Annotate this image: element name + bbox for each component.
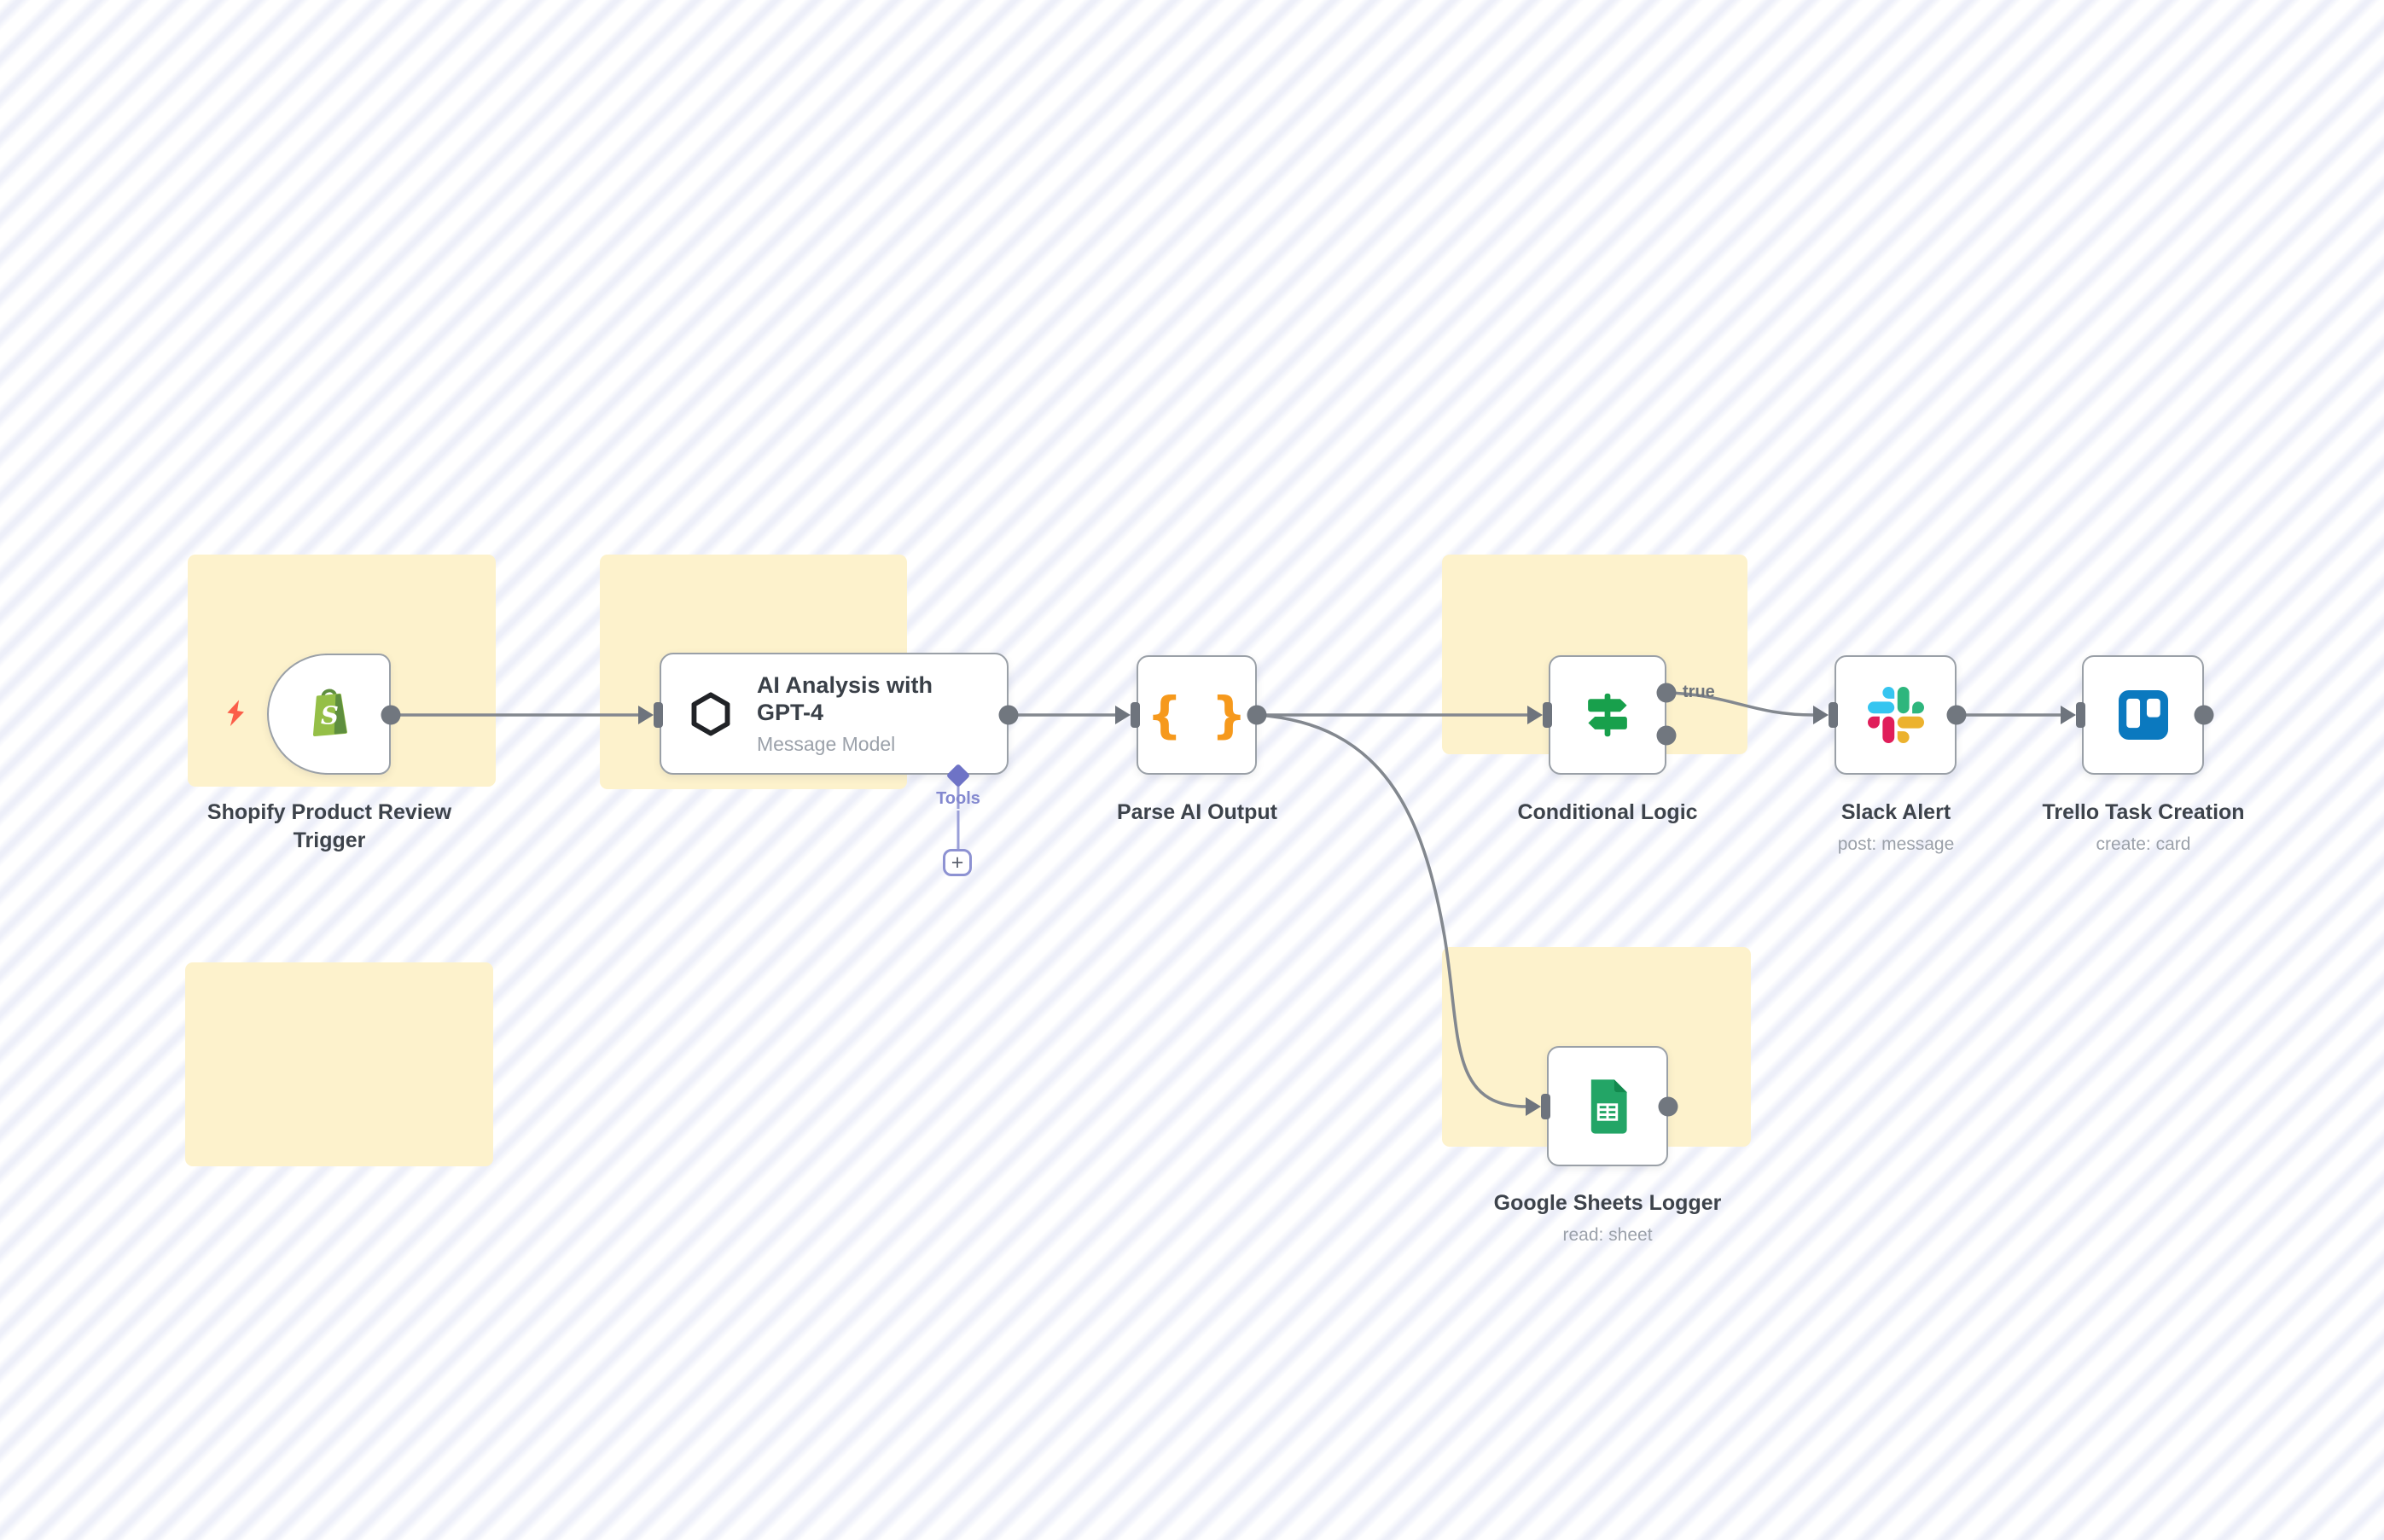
node-label-sheets: Google Sheets Logger read: sheet xyxy=(1494,1189,1722,1247)
node-sublabel-sheets: read: sheet xyxy=(1562,1224,1653,1245)
input-port-slack[interactable] xyxy=(1813,702,1838,728)
node-label-slack: Slack Alert post: message xyxy=(1838,799,1955,856)
node-sublabel-trello: create: card xyxy=(2096,834,2191,854)
connection-parse-sheets[interactable] xyxy=(1256,713,1527,1108)
openai-icon xyxy=(691,692,730,735)
node-google-sheets[interactable] xyxy=(1547,1046,1668,1166)
node-label-trello-title: Trello Task Creation xyxy=(2042,800,2245,824)
input-port-conditional[interactable] xyxy=(1527,702,1552,728)
input-port-parse[interactable] xyxy=(1115,702,1140,728)
output-port-conditional-true[interactable] xyxy=(1656,683,1677,703)
node-sublabel-slack: post: message xyxy=(1837,834,1955,854)
node-label-trello: Trello Task Creation create: card xyxy=(2042,799,2244,856)
trello-icon xyxy=(2118,690,2168,740)
output-port-conditional-false[interactable] xyxy=(1656,725,1677,746)
sticky-note-empty[interactable] xyxy=(185,962,493,1166)
node-label-slack-title: Slack Alert xyxy=(1840,800,1951,824)
node-label-conditional: Conditional Logic xyxy=(1517,800,1698,824)
node-parse-output[interactable]: { } xyxy=(1137,655,1257,775)
node-label-parse: Parse AI Output xyxy=(1117,800,1277,824)
output-port-gpt[interactable] xyxy=(998,705,1019,725)
node-slack-alert[interactable] xyxy=(1835,655,1957,775)
add-tool-button-glyph: + xyxy=(951,850,964,875)
connection-conditional-slack-true[interactable] xyxy=(1666,691,1815,717)
svg-text:S: S xyxy=(320,700,338,729)
connection-label-true: true xyxy=(1683,683,1715,701)
add-tool-button[interactable]: + xyxy=(943,849,972,876)
output-port-trello[interactable] xyxy=(2194,705,2214,725)
node-trello-task[interactable] xyxy=(2082,655,2204,775)
node-conditional-logic[interactable] xyxy=(1549,655,1666,775)
output-port-parse[interactable] xyxy=(1247,705,1267,725)
output-port-shopify[interactable] xyxy=(381,705,401,725)
node-label-sheets-title: Google Sheets Logger xyxy=(1493,1191,1722,1215)
signpost-icon xyxy=(1588,693,1627,737)
node-shopify-trigger[interactable]: S xyxy=(267,654,391,775)
shopify-icon: S xyxy=(312,689,347,737)
slack-icon xyxy=(1867,687,1924,743)
tools-label: Tools xyxy=(936,789,980,808)
tools-diamond-port[interactable] xyxy=(946,764,970,787)
node-ai-analysis[interactable]: AI Analysis with GPT-4 Message Model xyxy=(660,653,1009,775)
output-port-sheets[interactable] xyxy=(1658,1096,1678,1117)
output-port-slack[interactable] xyxy=(1946,705,1967,725)
gpt-node-text: AI Analysis with GPT-4 Message Model xyxy=(757,671,981,757)
input-port-sheets[interactable] xyxy=(1526,1094,1550,1119)
trigger-bolt-icon xyxy=(227,700,244,727)
google-sheets-icon xyxy=(1590,1078,1627,1134)
node-label-shopify: Shopify Product Review Trigger xyxy=(206,800,452,852)
gpt-node-title: AI Analysis with GPT-4 xyxy=(756,671,933,725)
input-port-trello[interactable] xyxy=(2061,702,2085,728)
gpt-node-subtitle: Message Model xyxy=(756,733,896,756)
json-braces-icon: { } xyxy=(1147,686,1253,744)
input-port-gpt[interactable] xyxy=(638,702,663,728)
